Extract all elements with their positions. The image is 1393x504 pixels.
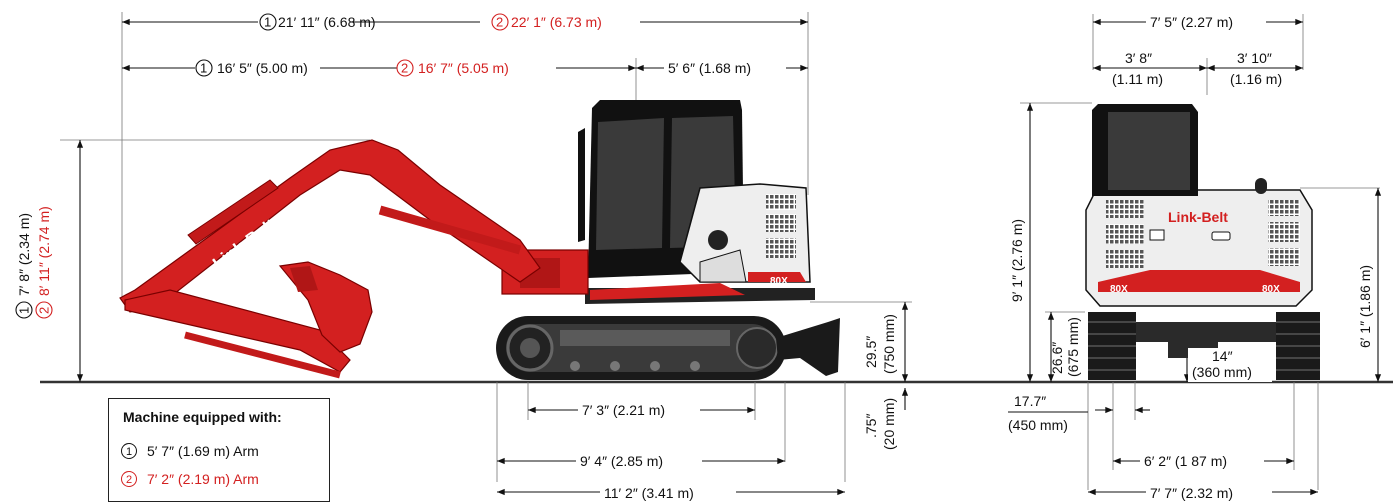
tumbler-center: 7′ 3″ (2.21 m) [582,402,665,418]
height-2: 8′ 11″ (2.74 m) [36,206,52,296]
cab-height: 9′ 1″ (2.76 m) [1009,219,1025,302]
shoe-width-b: (450 mm) [1008,417,1068,433]
marker-1-reach: 1 [200,61,207,76]
height-1: 7′ 8″ (2.34 m) [16,213,32,296]
marker-1-height: 1 [17,307,32,314]
ground-clearance-b: (360 mm) [1192,364,1252,380]
counterweight-height: 6′ 1″ (1.86 m) [1357,265,1373,348]
front-view-labels: 7′ 5″ (2.27 m) 3′ 8″ (1.11 m) 3′ 10″ (1.… [1008,12,1373,504]
model-badge-front-right: 80X [1262,284,1280,295]
track-width: 7′ 7″ (2.32 m) [1150,485,1233,501]
legend-marker-1: 1 [121,443,137,459]
overall-track-length: 11′ 2″ (3.41 m) [604,485,694,501]
marker-2-height: 2 [37,307,52,314]
excavator-side-view: 80X Link-Belt [119,100,840,380]
legend-item-1-label: 5′ 7″ (1.69 m) Arm [147,443,259,459]
ground-clearance-a: 14″ [1212,348,1233,364]
track-gauge: 6′ 2″ (1 87 m) [1144,453,1227,469]
brand-logo-front: Link-Belt [1168,209,1228,225]
track-height-b: (675 mm) [1065,317,1081,377]
left-width-a: 3′ 8″ [1125,50,1152,66]
legend-box: Machine equipped with: 1 5′ 7″ (1.69 m) … [108,398,330,502]
left-width-b: (1.11 m) [1112,71,1163,87]
right-width-a: 3′ 10″ [1237,50,1272,66]
track-length: 9′ 4″ (2.85 m) [580,453,663,469]
excavator-front-view: Link-Belt 80X 80X [1085,104,1320,380]
marker-2-overall: 2 [496,15,503,30]
blade-depth-a: .75″ [863,414,879,438]
marker-2-reach: 2 [401,61,408,76]
legend-item-2-label: 7′ 2″ (2.19 m) Arm [147,471,259,487]
legend-item-2: 2 7′ 2″ (2.19 m) Arm [121,471,259,487]
overall-length-2: 22′ 1″ (6.73 m) [511,14,602,30]
track-height-a: 26.6″ [1049,342,1065,374]
rear-length: 5′ 6″ (1.68 m) [668,60,751,76]
overall-length-1: 21′ 11″ (6.68 m) [278,14,376,30]
upper-width: 7′ 5″ (2.27 m) [1150,14,1233,30]
blade-height-a: 29.5″ [863,336,879,368]
model-badge-side: 80X [770,276,788,287]
shoe-width-a: 17.7″ [1014,393,1046,409]
boom [119,139,541,313]
right-width-b: (1.16 m) [1230,71,1282,87]
legend-marker-2: 2 [121,471,137,487]
boom-reach-1: 16′ 5″ (5.00 m) [217,60,308,76]
legend-item-1: 1 5′ 7″ (1.69 m) Arm [121,443,259,459]
legend-title: Machine equipped with: [123,409,282,425]
side-view-labels: 1 21′ 11″ (6.68 m) 2 22′ 1″ (6.73 m) 1 1… [15,12,897,504]
model-badge-front-left: 80X [1110,284,1128,295]
boom-reach-2: 16′ 7″ (5.05 m) [418,60,509,76]
blade-depth-b: (20 mm) [881,398,897,450]
blade-height-b: (750 mm) [881,314,897,374]
dozer-blade [776,318,840,376]
marker-1-overall: 1 [264,15,271,30]
